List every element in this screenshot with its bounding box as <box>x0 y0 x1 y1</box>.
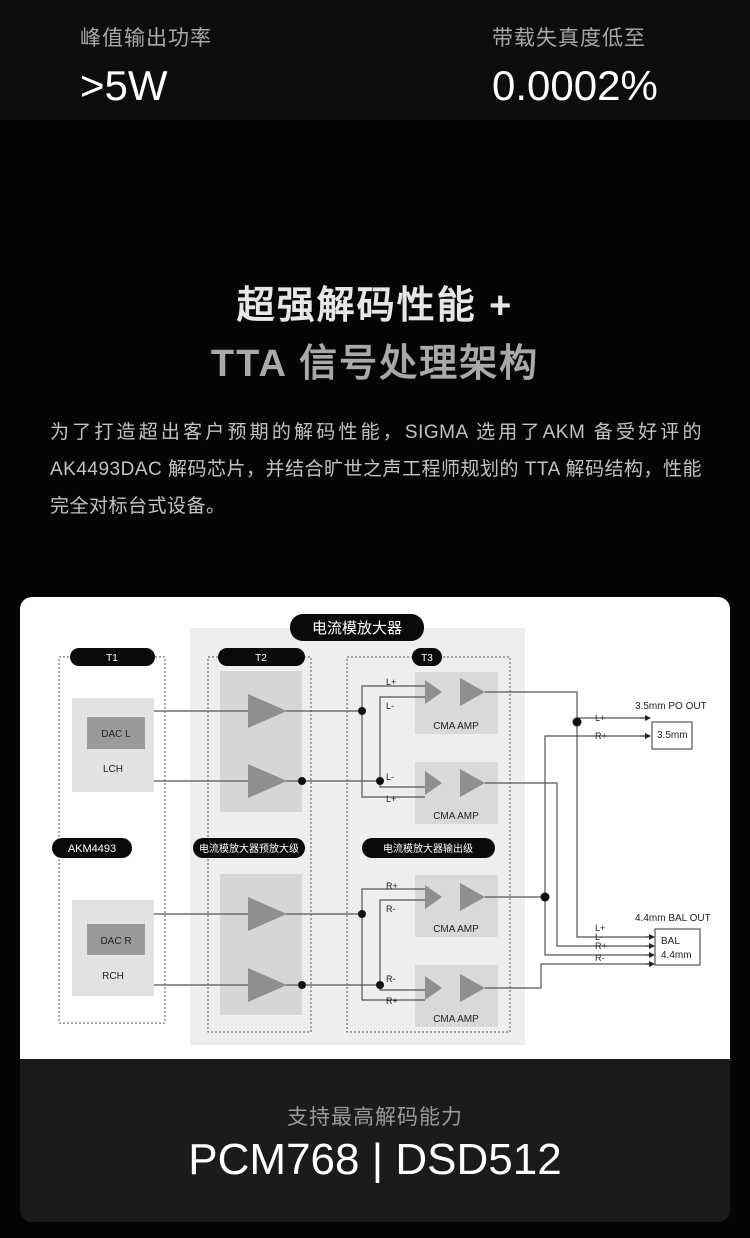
dac-l-label: DAC L <box>101 729 131 740</box>
dac-r-label: DAC R <box>100 936 131 947</box>
lch-label: LCH <box>103 764 123 775</box>
decode-capability-label: 支持最高解码能力 <box>287 1106 463 1129</box>
sig-label: R- <box>386 904 396 914</box>
sig-label: R+ <box>386 996 398 1006</box>
heading-line1: 超强解码性能 + <box>236 285 514 327</box>
sig-label: L+ <box>386 794 396 804</box>
t1-label: T1 <box>106 653 118 664</box>
sig-label: R- <box>595 953 605 963</box>
decode-capability-value: PCM768 | DSD512 <box>188 1135 562 1184</box>
sig-label: L+ <box>595 923 605 933</box>
spec-label: 峰值输出功率 <box>80 27 212 50</box>
spec-peak-power: 峰值输出功率 >5W <box>80 22 212 110</box>
architecture-card: DAC L LCH DAC R RCH CMA AMP CMA AMP CMA … <box>20 597 730 1222</box>
tta-diagram: DAC L LCH DAC R RCH CMA AMP CMA AMP CMA … <box>52 614 711 1045</box>
t3-label: T3 <box>421 653 433 664</box>
spec-label: 带载失真度低至 <box>492 27 646 50</box>
bal-box-label: BAL <box>661 936 680 947</box>
sig-label: L+ <box>595 713 605 723</box>
diagram-title: 电流模放大器 <box>312 620 402 637</box>
amp-label: CMA AMP <box>433 811 479 822</box>
amp-label: CMA AMP <box>433 924 479 935</box>
description: 为了打造超出客户预期的解码性能，SIGMA 选用了AKM 备受好评的 AK449… <box>50 422 702 517</box>
sig-label: R+ <box>595 731 607 741</box>
bal-box-label: 4.4mm <box>661 950 692 961</box>
specs-band <box>0 0 750 120</box>
spec-value: 0.0002% <box>492 62 658 109</box>
sig-label: L+ <box>386 677 396 687</box>
bal-out-label: 4.4mm BAL OUT <box>635 913 711 924</box>
po-out-label: 3.5mm PO OUT <box>635 701 707 712</box>
akm-label: AKM4493 <box>68 843 116 855</box>
po-box-label: 3.5mm <box>657 730 688 741</box>
sig-label: L- <box>595 932 603 942</box>
rch-label: RCH <box>102 971 124 982</box>
pre-stage-label: 电流模放大器预放大级 <box>199 842 299 855</box>
amp-label: CMA AMP <box>433 1014 479 1025</box>
sig-label: L- <box>386 701 394 711</box>
spec-value: >5W <box>80 62 168 109</box>
sig-label: R+ <box>386 881 398 891</box>
amp-label: CMA AMP <box>433 721 479 732</box>
spec-distortion: 带载失真度低至 0.0002% <box>492 22 658 110</box>
sig-label: L- <box>386 772 394 782</box>
out-stage-label: 电流模放大器输出级 <box>383 842 473 855</box>
sig-label: R+ <box>595 941 607 951</box>
t2-label: T2 <box>255 653 267 664</box>
sig-label: R- <box>386 974 396 984</box>
heading-line2: TTA 信号处理架构 <box>210 343 540 385</box>
